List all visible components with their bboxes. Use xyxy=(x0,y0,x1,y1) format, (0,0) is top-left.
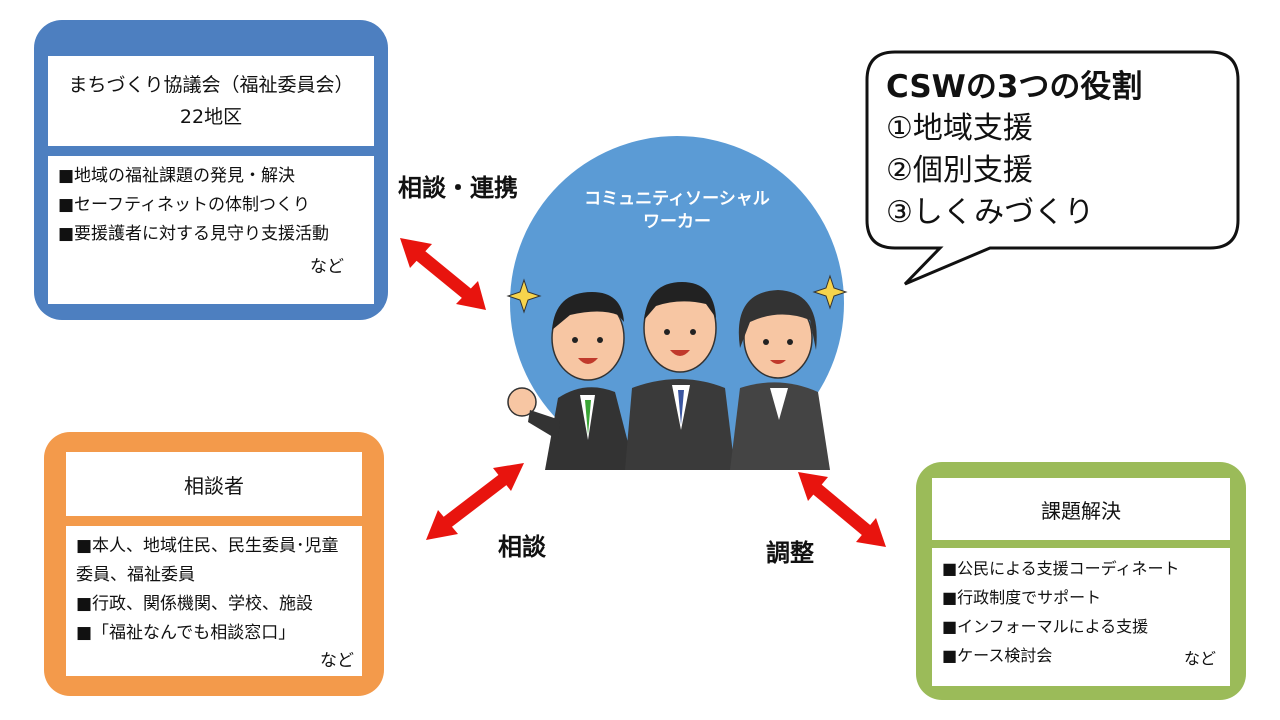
list-item: ■公民による支援コーディネート xyxy=(942,559,1180,578)
center-label: コミュニティソーシャル ワーカー xyxy=(534,188,820,234)
worker-left-body xyxy=(545,387,635,470)
list-item: ■セーフティネットの体制つくり xyxy=(58,195,311,215)
worker-right-body xyxy=(730,382,830,470)
center-label-line1: コミュニティソーシャル xyxy=(584,189,770,209)
region-box: まちづくり協議会（福祉委員会） 22地区 ■地域の福祉課題の発見・解決 ■セーフ… xyxy=(34,20,388,320)
double-arrow-top-left xyxy=(400,238,486,310)
list-item: ■本人、地域住民、民生委員･児童委員、福祉委員 xyxy=(76,536,339,585)
fist-icon xyxy=(507,387,537,417)
role-item: ①地域支援 xyxy=(886,111,1033,146)
roles-bubble-text: CSWの3つの役割 ①地域支援 ②個別支援 ③しくみづくり xyxy=(886,66,1142,234)
worker-left-head xyxy=(551,292,625,381)
center-label-line2: ワーカー xyxy=(643,212,711,232)
list-item: ■要援護者に対する見守り支援活動 xyxy=(58,224,330,244)
double-arrow-bottom-left xyxy=(426,463,524,540)
arrow-label-consult: 相談 xyxy=(498,533,546,561)
etc-label: など xyxy=(310,257,344,277)
double-arrow-bottom-right xyxy=(798,472,886,547)
worker-center-head xyxy=(643,282,717,373)
consultant-box: 相談者 ■本人、地域住民、民生委員･児童委員、福祉委員 ■行政、関係機関、学校、… xyxy=(44,432,384,696)
region-title-line1: まちづくり協議会（福祉委員会） xyxy=(68,74,354,96)
solution-box-title: 課題解決 xyxy=(932,478,1230,540)
consultant-box-list: ■本人、地域住民、民生委員･児童委員、福祉委員 ■行政、関係機関、学校、施設 ■… xyxy=(66,526,362,676)
worker-right-head xyxy=(738,290,817,379)
region-box-title: まちづくり協議会（福祉委員会） 22地区 xyxy=(48,56,374,146)
list-item: ■地域の福祉課題の発見・解決 xyxy=(58,166,296,186)
list-item: ■インフォーマルによる支援 xyxy=(942,617,1149,636)
consultant-box-title: 相談者 xyxy=(66,452,362,516)
role-item: ②個別支援 xyxy=(886,153,1033,188)
role-item: ③しくみづくり xyxy=(886,195,1095,230)
roles-title: CSWの3つの役割 xyxy=(886,69,1143,105)
arrow-label-adjust: 調整 xyxy=(766,539,814,567)
list-item: ■行政、関係機関、学校、施設 xyxy=(76,594,314,614)
sparkle-icon xyxy=(506,278,542,314)
speech-bubble xyxy=(865,50,1240,286)
etc-label: など xyxy=(1183,649,1216,668)
arrow-label-consult-link: 相談・連携 xyxy=(398,174,518,202)
region-box-list: ■地域の福祉課題の発見・解決 ■セーフティネットの体制つくり ■要援護者に対する… xyxy=(48,156,374,304)
solution-box-list: ■公民による支援コーディネート ■行政制度でサポート ■インフォーマルによる支援… xyxy=(932,548,1230,686)
region-title-line2: 22地区 xyxy=(179,106,243,128)
sparkle-icon xyxy=(812,274,848,310)
list-item: ■「福祉なんでも相談窓口」 xyxy=(76,623,296,643)
list-item: ■ケース検討会 xyxy=(942,646,1053,665)
etc-label: など xyxy=(320,651,354,671)
solution-box: 課題解決 ■公民による支援コーディネート ■行政制度でサポート ■インフォーマル… xyxy=(916,462,1246,700)
list-item: ■行政制度でサポート xyxy=(942,588,1102,607)
workers-illustration xyxy=(506,274,848,470)
